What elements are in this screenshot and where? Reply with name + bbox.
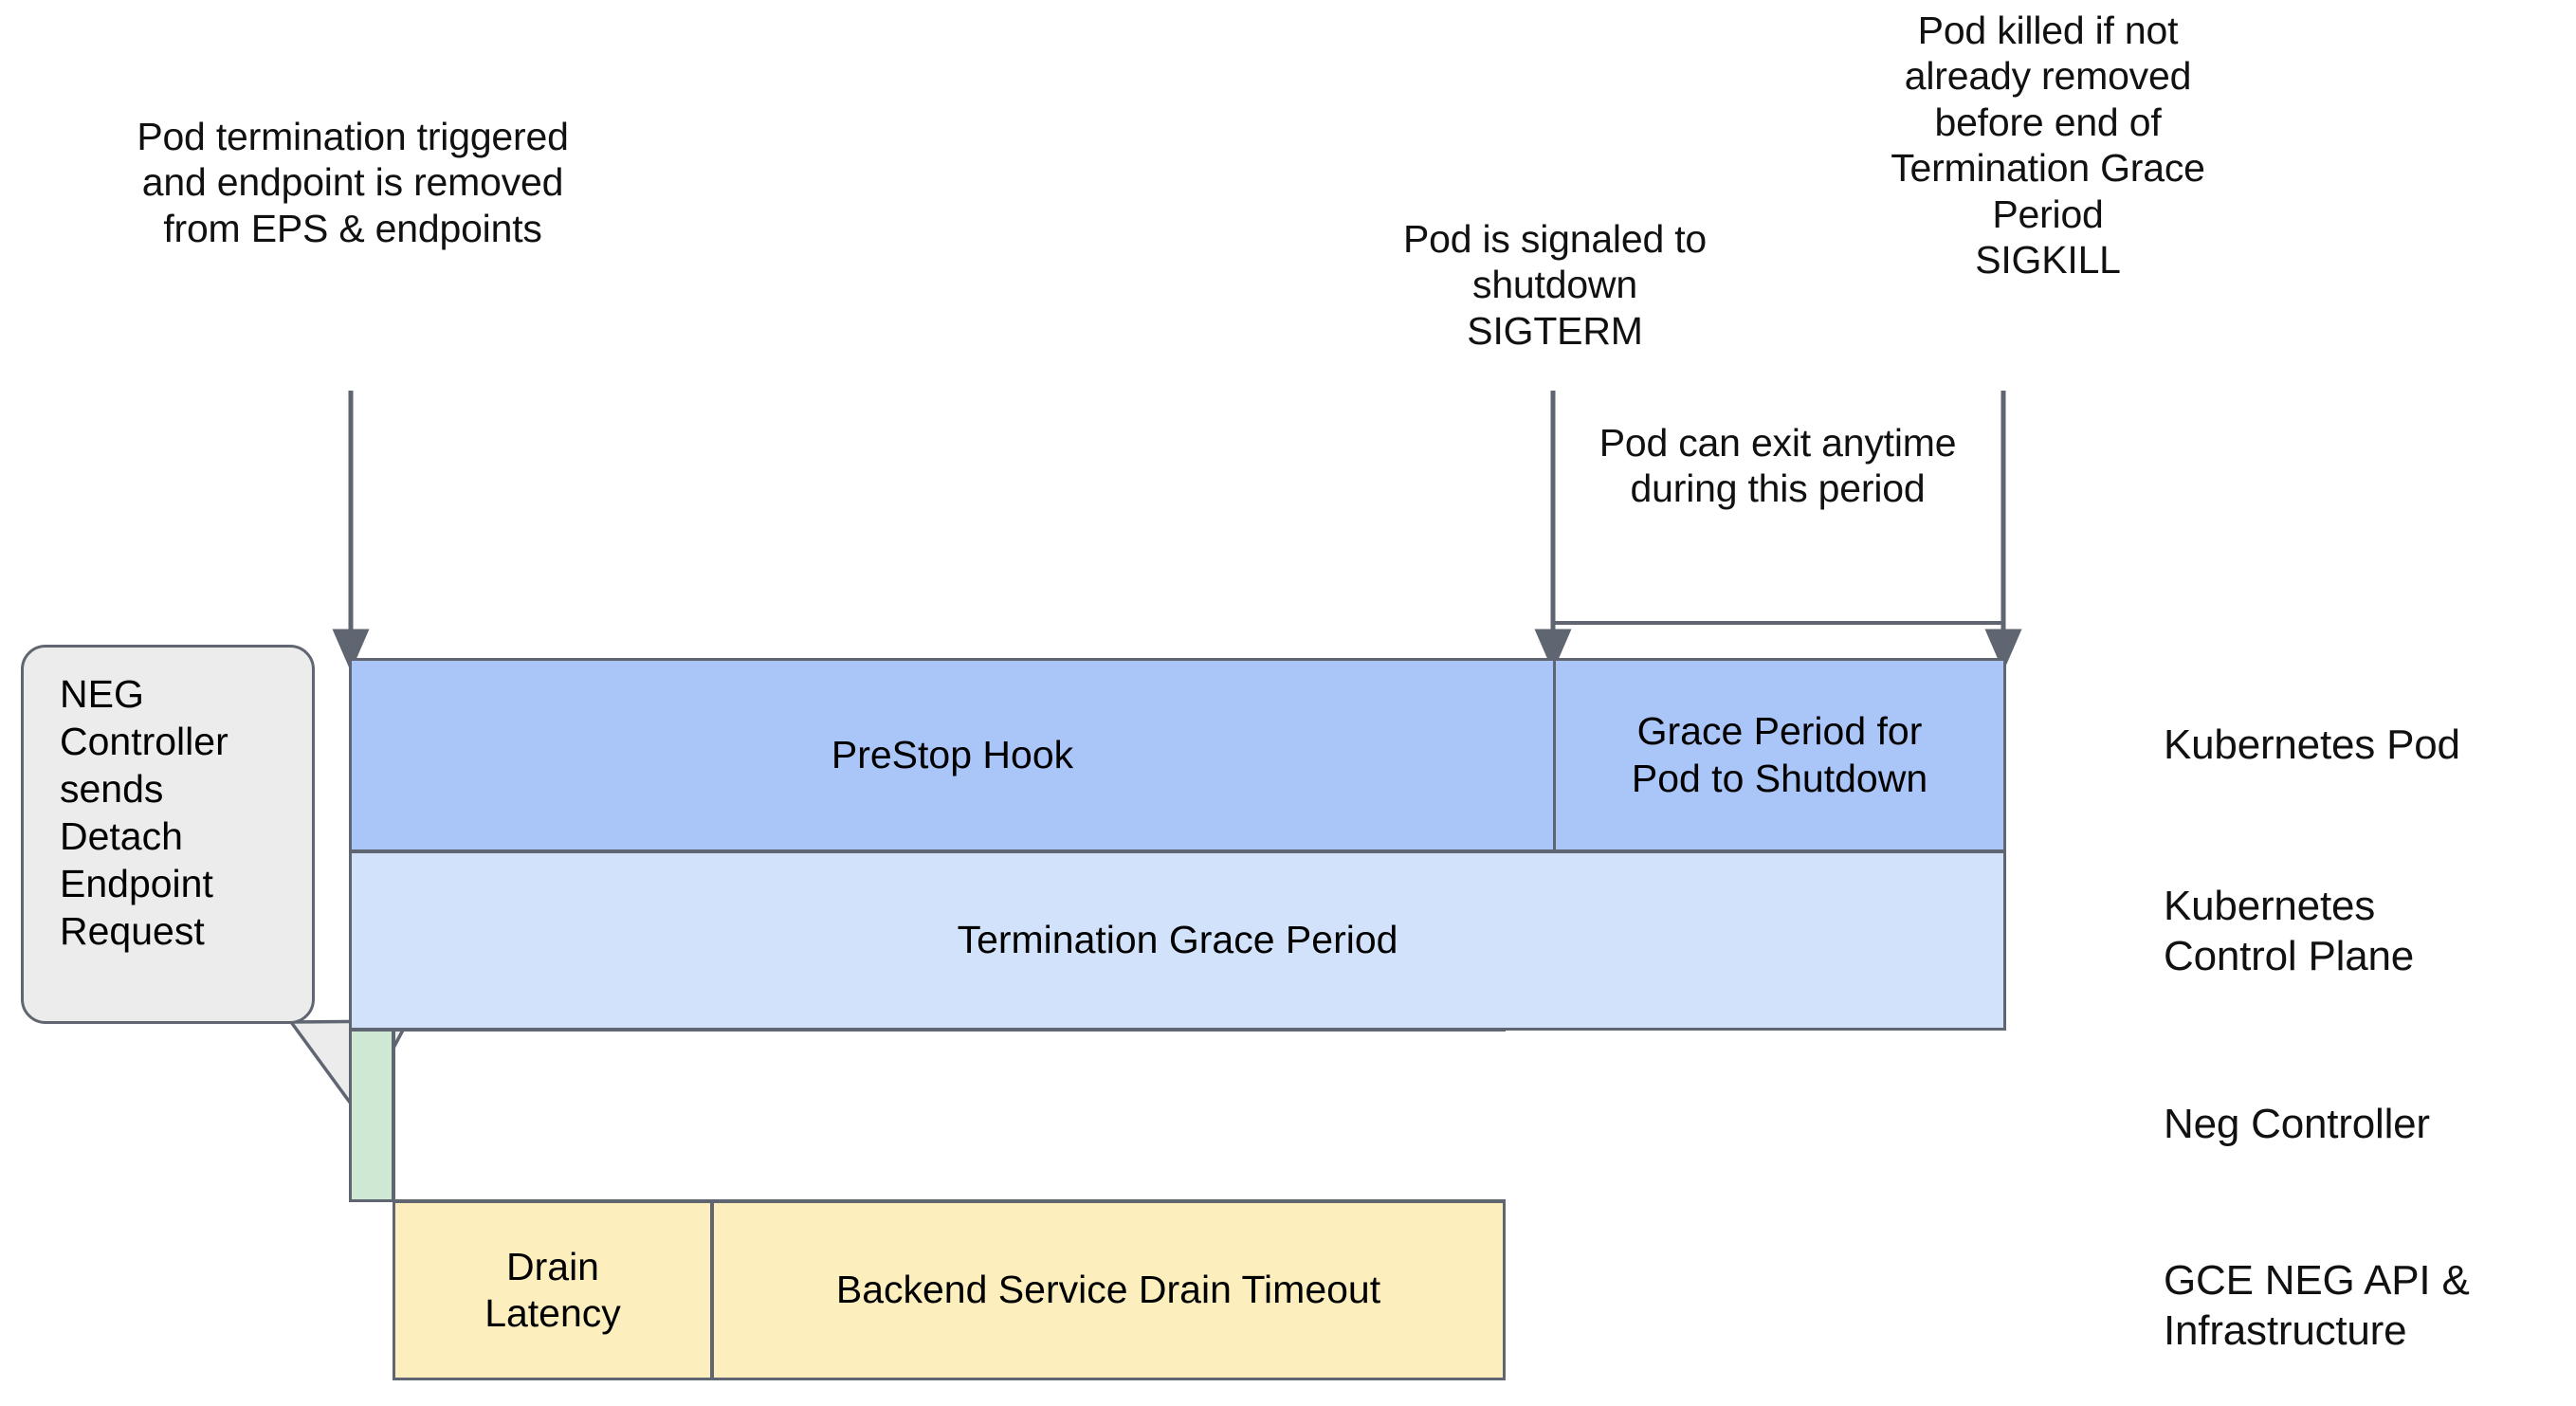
bar-termination-grace-period: Termination Grace Period (349, 850, 2006, 1031)
lane-label-kubernetes-pod: Kubernetes Pod (2164, 721, 2460, 768)
lane-label-kubernetes-control-plane: Kubernetes Control Plane (2164, 883, 2414, 979)
bar-drain-latency: Drain Latency (393, 1200, 713, 1380)
annotation-pod-signaled-shutdown: Pod is signaled to shutdown SIGTERM (1402, 217, 1708, 353)
bar-backend-service-drain-timeout-label: Backend Service Drain Timeout (835, 1268, 1381, 1312)
annotation-pod-can-exit-anytime: Pod can exit anytime during this period (1599, 421, 1957, 511)
bar-prestop-hook-label: PreStop Hook (831, 732, 1074, 776)
bar-backend-service-drain-timeout: Backend Service Drain Timeout (711, 1200, 1506, 1380)
bar-termination-grace-period-label: Termination Grace Period (957, 918, 1398, 962)
lane-label-neg-controller: Neg Controller (2164, 1101, 2430, 1147)
annotation-pod-killed-sigkill: Pod killed if not already removed before… (1891, 9, 2205, 282)
bar-grace-period-pod-shutdown-label: Grace Period for Pod to Shutdown (1631, 709, 1928, 800)
bar-prestop-hook: PreStop Hook (349, 658, 1556, 852)
bar-drain-latency-label: Drain Latency (484, 1244, 621, 1335)
annotation-pod-termination-triggered: Pod termination triggered and endpoint i… (137, 115, 569, 250)
neg-controller-lane-span (393, 1029, 1506, 1202)
bar-grace-period-pod-shutdown: Grace Period for Pod to Shutdown (1553, 658, 2006, 852)
neg-controller-callout: NEG Controller sends Detach Endpoint Req… (21, 645, 315, 1024)
bar-neg-detach (349, 1029, 394, 1202)
lane-label-gce-neg-api: GCE NEG API & Infrastructure (2164, 1257, 2470, 1354)
